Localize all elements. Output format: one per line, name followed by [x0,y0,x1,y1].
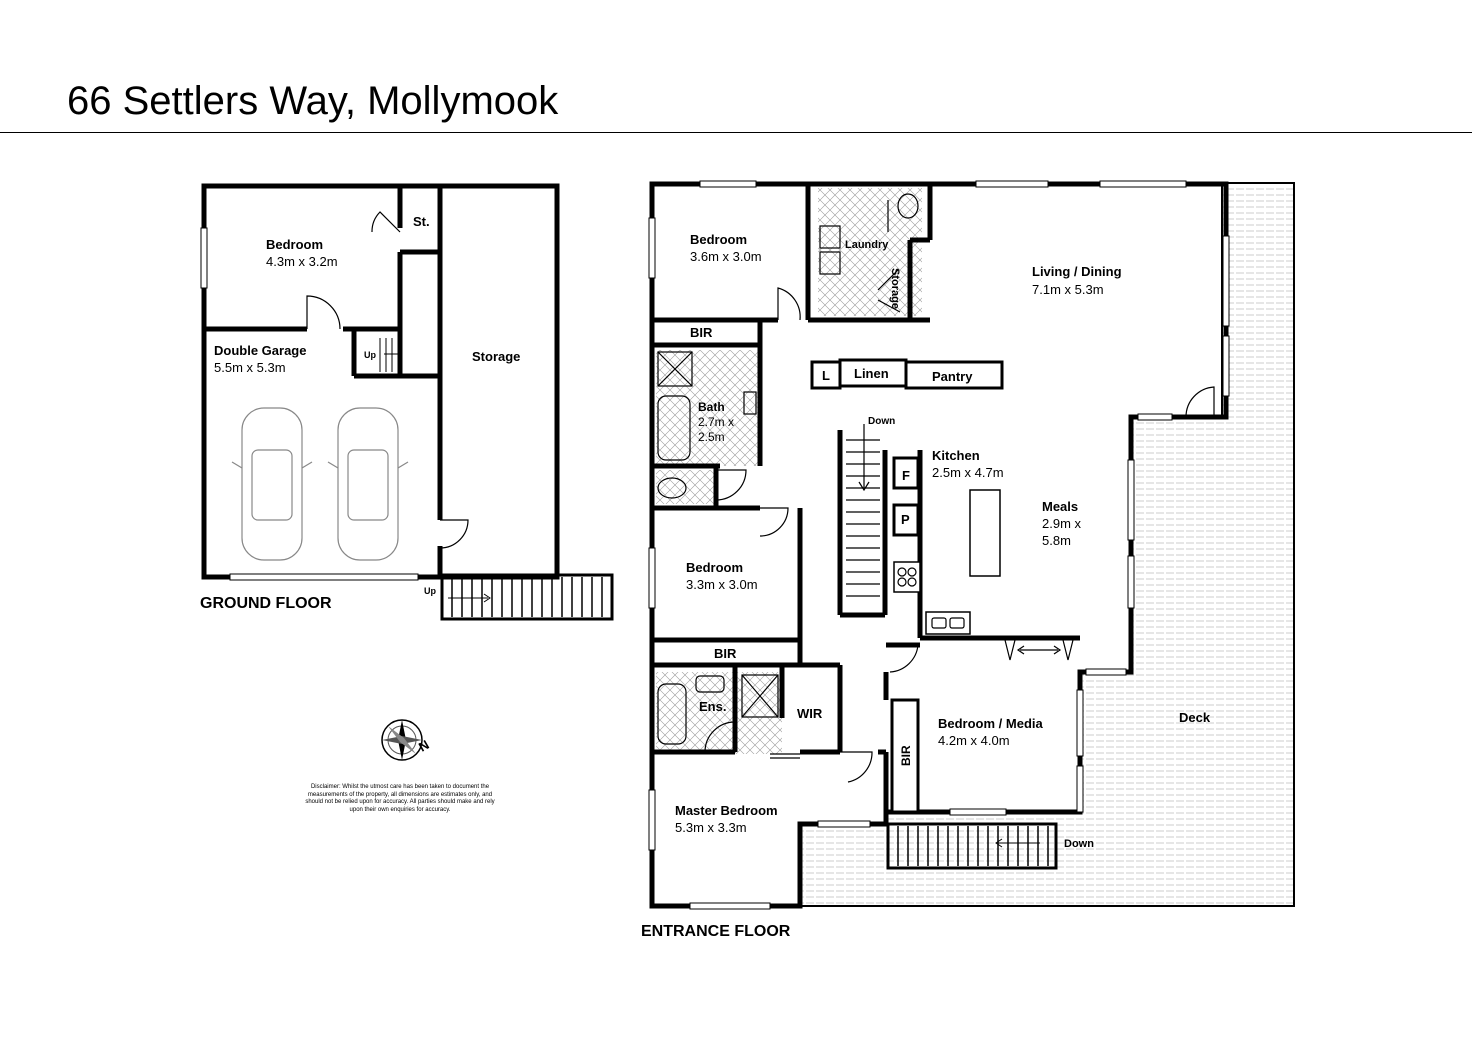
stair-label: Up [364,350,376,360]
room-name: BIR [899,745,913,766]
room-dims: 4.2m x 4.0m [938,733,1010,748]
room-name: Kitchen [932,448,980,463]
room-name: BIR [714,646,737,661]
room-name: WIR [797,706,823,721]
room-dims: 4.3m x 3.2m [266,254,338,269]
room-dims: 3.6m x 3.0m [690,249,762,264]
page-title: 66 Settlers Way, Mollymook [67,79,559,123]
room-name: Living / Dining [1032,264,1122,279]
room-name: St. [413,214,430,229]
stair-label: Up [424,586,436,596]
room-name: Pantry [932,369,973,384]
compass-icon [381,719,423,761]
room-dims: 2.7m x [698,415,734,429]
car-icon [231,407,313,561]
room-name: Master Bedroom [675,803,778,818]
room-dims: 5.3m x 3.3m [675,820,747,835]
room-name: L [822,368,830,383]
room-name: F [902,468,910,483]
room-name: Deck [1179,710,1211,725]
disclaimer-text: Disclaimer: Whilst the utmost care has b… [305,784,495,813]
room-name: Storage [472,349,520,364]
stair-label: Down [868,416,895,427]
room-dims: 7.1m x 5.3m [1032,282,1104,297]
room-dims: 2.9m x [1042,516,1082,531]
entrance-floor-plan [381,180,1295,910]
stair-label: Down [1064,838,1094,850]
room-name: Laundry [845,239,889,251]
room-name: Ens. [699,699,726,714]
room-dims: 2.5m x 4.7m [932,465,1004,480]
floor-label-entrance: ENTRANCE FLOOR [641,923,791,940]
room-name: Linen [854,366,889,381]
ground-floor-plan [200,183,614,621]
room-name: Meals [1042,499,1078,514]
room-name: Bath [698,400,725,414]
room-name: Bedroom [686,560,743,575]
room-dims: 5.5m x 5.3m [214,360,286,375]
room-dims: 2.5m [698,430,725,444]
room-name: Double Garage [214,343,306,358]
room-name: BIR [690,325,713,340]
car-icon [327,407,409,561]
floor-label-ground: GROUND FLOOR [200,595,332,612]
room-dims: 3.3m x 3.0m [686,577,758,592]
room-dims: 5.8m [1042,533,1071,548]
room-name: Storage [889,268,901,309]
title-divider [0,132,1472,133]
room-name: P [901,512,910,527]
room-name: Bedroom [266,237,323,252]
room-name: Bedroom / Media [938,716,1044,731]
room-name: Bedroom [690,232,747,247]
